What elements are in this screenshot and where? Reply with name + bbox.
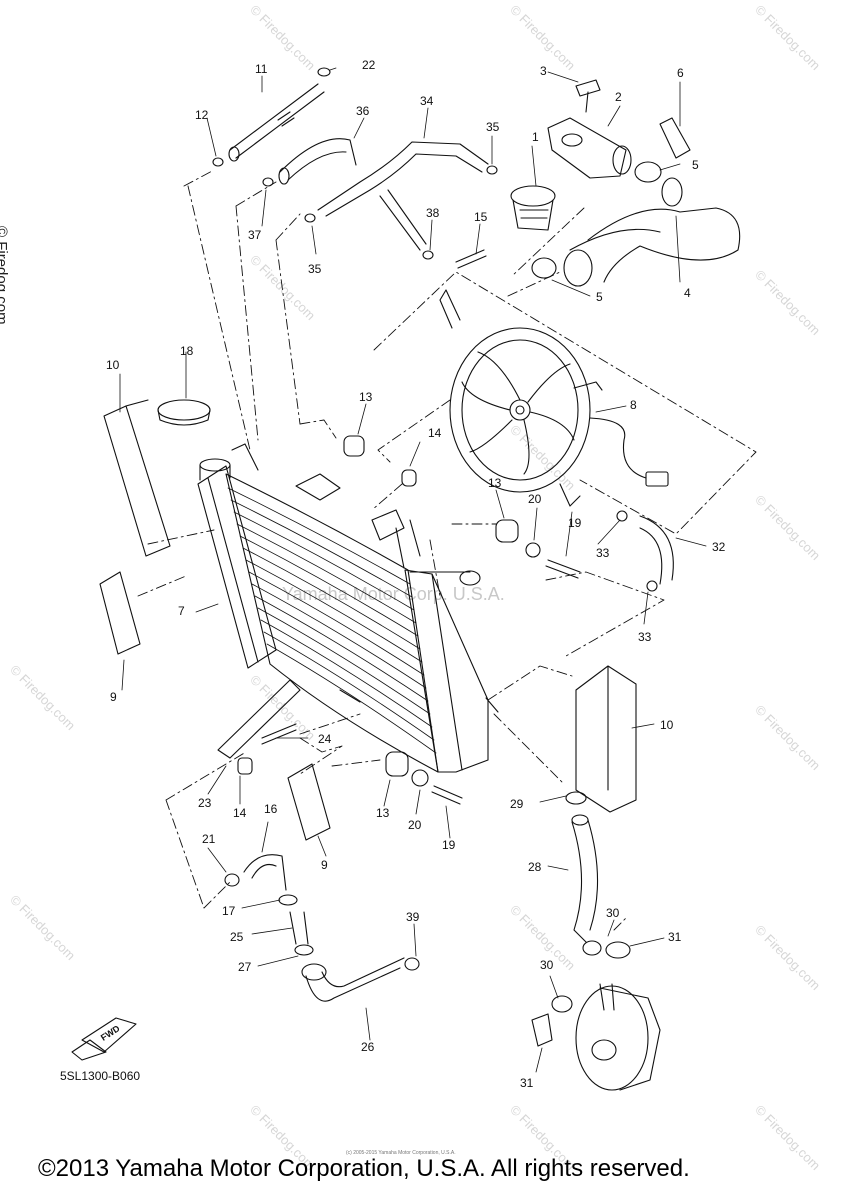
radiator-fins (227, 487, 437, 754)
part-label-30: 30 (606, 906, 620, 920)
part-label-18: 18 (180, 344, 194, 358)
part-label-9: 9 (110, 690, 117, 704)
radiator-cap (157, 399, 211, 426)
part-label-23: 23 (198, 796, 212, 810)
part-label-32: 32 (712, 540, 726, 554)
part-label-27: 27 (238, 960, 252, 974)
part-label-29: 29 (510, 797, 524, 811)
part-label-13: 13 (376, 806, 390, 820)
part-label-13: 13 (359, 390, 373, 404)
part-label-19: 19 (568, 516, 582, 530)
part-label-17: 17 (222, 904, 236, 918)
thermostat-assembly (510, 79, 632, 231)
leader-lines (137, 169, 757, 931)
part-label-1: 1 (532, 130, 539, 144)
part-label-14: 14 (428, 426, 442, 440)
part-label-28: 28 (528, 860, 542, 874)
part-label-34: 34 (420, 94, 434, 108)
part-label-24: 24 (318, 732, 332, 746)
radiator (197, 443, 499, 773)
part-label-31: 31 (668, 930, 682, 944)
part-label-38: 38 (426, 206, 440, 220)
copyright-notice: ©2013 Yamaha Motor Corporation, U.S.A. A… (38, 1155, 690, 1182)
side-pads (99, 399, 637, 841)
part-label-22: 22 (362, 58, 376, 72)
part-label-8: 8 (630, 398, 637, 412)
lower-hoses (224, 510, 674, 1091)
diagram-code: 5SL1300-B060 (60, 1069, 141, 1083)
upper-radiator-hose (531, 117, 741, 287)
part-label-26: 26 (361, 1040, 375, 1054)
part-label-9: 9 (321, 858, 328, 872)
part-label-21: 21 (202, 832, 216, 846)
fwd-arrow (71, 1017, 137, 1061)
part-label-5: 5 (692, 158, 699, 172)
part-label-19: 19 (442, 838, 456, 852)
label-leaders (119, 67, 707, 1073)
part-label-33: 33 (638, 630, 652, 644)
part-label-4: 4 (684, 286, 691, 300)
cooling-fan (439, 289, 669, 507)
part-label-30: 30 (540, 958, 554, 972)
part-label-31: 31 (520, 1076, 534, 1090)
part-label-11: 11 (255, 62, 268, 76)
part-label-20: 20 (408, 818, 422, 832)
part-label-5: 5 (596, 290, 603, 304)
part-label-10: 10 (106, 358, 120, 372)
tiny-copyright-note: (c) 2005-2015 Yamaha Motor Corporation, … (346, 1150, 456, 1156)
part-label-39: 39 (406, 910, 420, 924)
part-label-16: 16 (264, 802, 278, 816)
fasteners (217, 249, 581, 805)
part-label-15: 15 (474, 210, 488, 224)
part-label-7: 7 (178, 604, 185, 618)
part-label-6: 6 (677, 66, 684, 80)
part-label-2: 2 (615, 90, 622, 104)
part-label-35: 35 (308, 262, 322, 276)
upper-pipes (212, 67, 498, 260)
part-label-36: 36 (356, 104, 370, 118)
part-label-35: 35 (486, 120, 500, 134)
part-label-37: 37 (248, 228, 262, 242)
part-label-25: 25 (230, 930, 244, 944)
part-label-12: 12 (195, 108, 209, 122)
part-label-10: 10 (660, 718, 674, 732)
part-label-20: 20 (528, 492, 542, 506)
part-label-13: 13 (488, 476, 502, 490)
part-label-33: 33 (596, 546, 610, 560)
part-label-14: 14 (233, 806, 247, 820)
part-label-3: 3 (540, 64, 547, 78)
